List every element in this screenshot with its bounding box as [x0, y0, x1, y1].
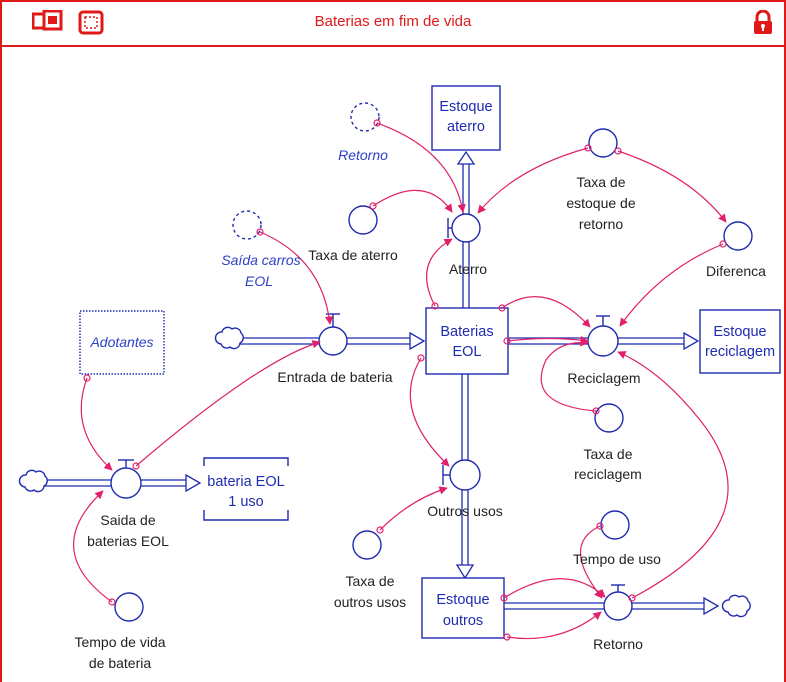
stock-adotantes[interactable]	[79, 310, 165, 375]
aux-label: Retorno	[338, 147, 388, 163]
stock-estoque-reciclagem[interactable]	[699, 309, 781, 374]
aux-taxa-aterro[interactable]	[348, 205, 378, 235]
title-bar: Baterias em fim de vida	[2, 2, 784, 47]
valve-reciclagem[interactable]	[587, 315, 619, 357]
aux-label: Taxa de aterro	[308, 247, 398, 263]
aux-taxa-estoque-retorno[interactable]	[588, 128, 618, 158]
aux-label: Taxa de	[345, 573, 394, 589]
stock-label: aterro	[447, 119, 485, 135]
aux-label: Tempo de vida	[74, 634, 165, 650]
valve-aterro[interactable]	[447, 213, 481, 243]
aux-label: Taxa de	[576, 174, 625, 190]
valve-entrada-bateria[interactable]	[318, 313, 348, 356]
flow-arrowheads	[185, 150, 720, 616]
aux-diferenca[interactable]	[723, 221, 753, 251]
lock-icon[interactable]	[752, 10, 774, 36]
single-window-icon[interactable]	[78, 10, 106, 36]
flow-label: baterias EOL	[87, 533, 169, 549]
flow-label: Saida de	[100, 512, 155, 528]
stock-label: bateria EOL	[207, 474, 284, 490]
connectors	[73, 122, 729, 640]
aux-tempo-uso[interactable]	[600, 510, 630, 540]
aux-label: estoque de	[566, 195, 635, 211]
flow-label: Retorno	[593, 636, 643, 652]
aux-label: retorno	[579, 216, 624, 232]
aux-saida-carros-ghost[interactable]	[232, 210, 262, 240]
stock-label: 1 uso	[228, 494, 263, 510]
aux-taxa-outros-usos[interactable]	[352, 530, 382, 560]
valve-saida-baterias[interactable]	[110, 459, 142, 499]
aux-label: Tempo de uso	[573, 551, 661, 567]
window-title: Baterias em fim de vida	[314, 13, 472, 30]
stock-bateria-eol-1uso[interactable]	[203, 457, 289, 521]
aux-retorno-ghost[interactable]	[350, 102, 380, 132]
aux-tempo-vida[interactable]	[114, 592, 144, 622]
connector-origins	[83, 119, 727, 641]
aux-label: Saída carros	[221, 252, 300, 268]
flow-label: Outros usos	[427, 503, 502, 519]
stock-label: EOL	[452, 344, 481, 360]
aux-label: Taxa de	[583, 446, 632, 462]
aux-taxa-reciclagem[interactable]	[594, 403, 624, 433]
source-cloud-icon	[18, 469, 48, 493]
aux-label: Diferenca	[706, 263, 766, 279]
stock-label: reciclagem	[705, 344, 775, 360]
valve-retorno[interactable]	[603, 584, 633, 621]
sink-cloud-icon	[721, 594, 751, 618]
stock-estoque-aterro[interactable]	[431, 85, 501, 151]
stock-label: Baterias	[440, 324, 493, 340]
flow-label: Reciclagem	[567, 370, 640, 386]
flow-label: Aterro	[449, 261, 487, 277]
stock-estoque-outros[interactable]	[421, 577, 505, 639]
valve-outros-usos[interactable]	[442, 459, 481, 491]
stock-label: Estoque	[439, 99, 492, 115]
flow-label: Entrada de bateria	[277, 369, 392, 385]
multi-window-icon[interactable]	[32, 10, 74, 34]
aux-label: outros usos	[334, 594, 406, 610]
aux-label: de bateria	[89, 655, 151, 671]
aux-label: reciclagem	[574, 466, 642, 482]
stock-label: Adotantes	[89, 334, 153, 350]
stock-label: Estoque	[436, 592, 489, 608]
stock-label: Estoque	[713, 324, 766, 340]
source-cloud-icon	[214, 326, 244, 350]
stock-label: outros	[443, 613, 483, 629]
stock-baterias-eol[interactable]	[425, 307, 509, 375]
aux-label: EOL	[245, 273, 273, 289]
